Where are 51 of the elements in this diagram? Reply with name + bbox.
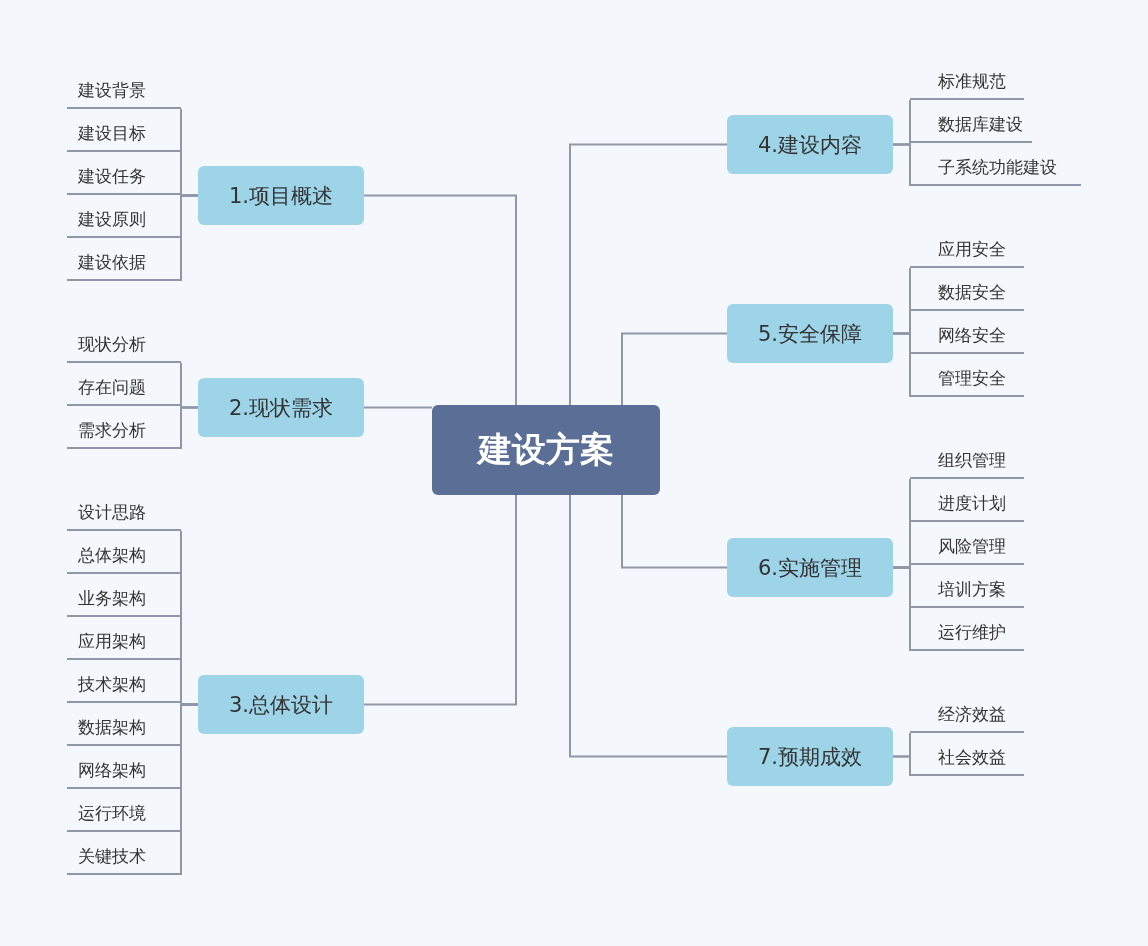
topic-box: 3.总体设计 xyxy=(198,675,364,734)
subtopic-label: 存在问题 xyxy=(67,374,181,406)
subtopic-label: 需求分析 xyxy=(67,417,181,449)
connector-line xyxy=(892,755,911,777)
connector-line xyxy=(621,332,728,406)
subtopic-label: 培训方案 xyxy=(910,576,1024,608)
subtopic-label: 总体架构 xyxy=(67,542,181,574)
subtopic-label: 标准规范 xyxy=(910,68,1024,100)
connector-line xyxy=(363,494,517,706)
subtopic-label: 经济效益 xyxy=(910,701,1024,733)
connector-line xyxy=(180,194,199,282)
connector-line xyxy=(569,143,728,406)
topic-box: 2.现状需求 xyxy=(198,378,364,437)
connector-line xyxy=(363,194,517,406)
subtopic-label: 建设任务 xyxy=(67,163,181,195)
subtopic-label: 现状分析 xyxy=(67,331,181,363)
subtopic-label: 网络安全 xyxy=(910,322,1024,354)
subtopic-label: 进度计划 xyxy=(910,490,1024,522)
subtopic-label: 数据库建设 xyxy=(910,111,1032,143)
subtopic-label: 建设目标 xyxy=(67,120,181,152)
subtopic-label: 关键技术 xyxy=(67,843,181,875)
topic-box: 1.项目概述 xyxy=(198,166,364,225)
subtopic-label: 技术架构 xyxy=(67,671,181,703)
connector-line xyxy=(180,406,199,450)
topic-box: 5.安全保障 xyxy=(727,304,893,363)
connector-line xyxy=(892,143,911,187)
subtopic-label: 运行维护 xyxy=(910,619,1024,651)
subtopic-label: 组织管理 xyxy=(910,447,1024,479)
subtopic-label: 业务架构 xyxy=(67,585,181,617)
subtopic-label: 应用架构 xyxy=(67,628,181,660)
topic-box: 7.预期成效 xyxy=(727,727,893,786)
subtopic-label: 建设依据 xyxy=(67,249,181,281)
subtopic-label: 数据安全 xyxy=(910,279,1024,311)
subtopic-label: 建设背景 xyxy=(67,77,181,109)
topic-box: 4.建设内容 xyxy=(727,115,893,174)
subtopic-label: 运行环境 xyxy=(67,800,181,832)
subtopic-label: 应用安全 xyxy=(910,236,1024,268)
subtopic-label: 风险管理 xyxy=(910,533,1024,565)
connector-line xyxy=(569,494,728,758)
subtopic-label: 设计思路 xyxy=(67,499,181,531)
subtopic-label: 子系统功能建设 xyxy=(910,154,1081,186)
connector-line xyxy=(363,406,433,409)
subtopic-label: 建设原则 xyxy=(67,206,181,238)
connector-line xyxy=(621,494,728,569)
subtopic-label: 管理安全 xyxy=(910,365,1024,397)
subtopic-label: 数据架构 xyxy=(67,714,181,746)
subtopic-label: 网络架构 xyxy=(67,757,181,789)
central-topic-box: 建设方案 xyxy=(432,405,660,495)
topic-box: 6.实施管理 xyxy=(727,538,893,597)
connector-line xyxy=(892,332,911,398)
subtopic-label: 社会效益 xyxy=(910,744,1024,776)
